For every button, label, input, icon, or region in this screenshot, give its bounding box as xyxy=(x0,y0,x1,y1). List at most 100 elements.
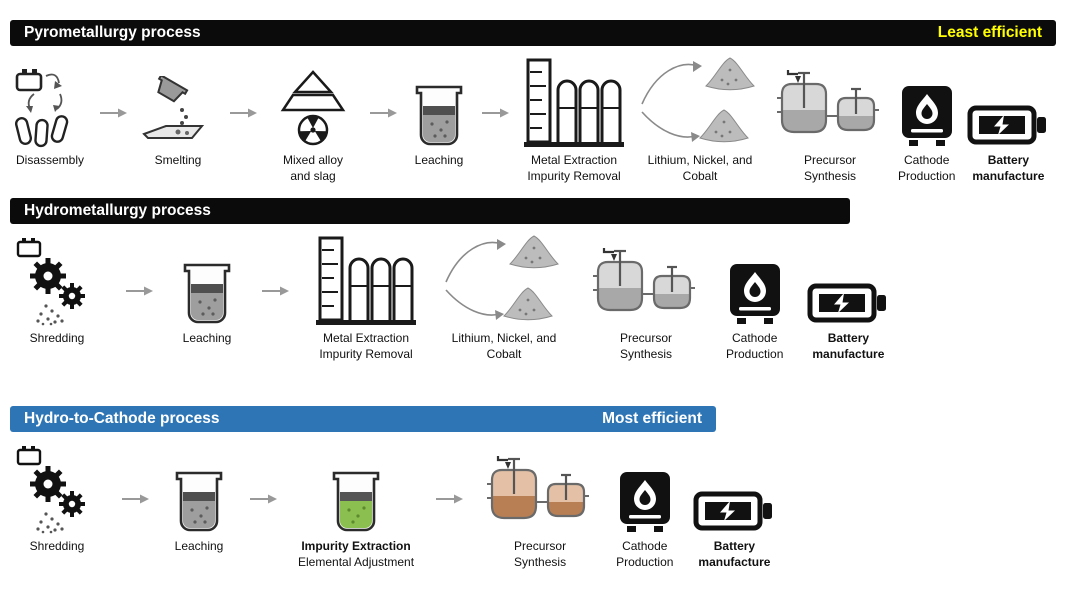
flow-arrow-icon xyxy=(368,106,398,125)
step-label-line: Cobalt xyxy=(682,168,718,183)
process-section-hydrometallurgy: Hydrometallurgy process Shredding Leachin… xyxy=(10,198,1058,362)
battery-icon xyxy=(967,50,1049,148)
step-label-line: Mixed alloy xyxy=(282,153,344,167)
leaching-beaker-icon xyxy=(410,50,468,148)
step-label-line: Cathode xyxy=(732,331,778,346)
step-label-line: Cathode xyxy=(904,153,950,167)
step-label-line: manufacture xyxy=(972,168,1045,183)
step-label-line: Leaching xyxy=(174,539,224,554)
section-header: Hydro-to-Cathode process Most efficient xyxy=(10,406,716,433)
step-label: Smelting xyxy=(155,153,202,183)
efficiency-label: Most efficient xyxy=(602,410,702,428)
step-label-line: Cathode xyxy=(622,539,668,554)
precursor-reactors-icon xyxy=(774,50,886,148)
step-label-line: Production xyxy=(898,168,956,183)
step-label: Disassembly xyxy=(16,153,84,183)
step-label-line: Elemental Adjustment xyxy=(298,554,415,569)
metal-powder-piles-icon xyxy=(638,50,762,148)
process-step: Smelting xyxy=(140,50,216,183)
process-step: Leaching xyxy=(170,436,228,569)
process-step: Leaching xyxy=(178,228,236,361)
step-label-line: Battery xyxy=(827,331,870,346)
flow-arrow-icon xyxy=(480,106,510,125)
flow-arrow-icon xyxy=(98,106,128,125)
step-label-line: Production xyxy=(726,346,784,361)
shredding-gears-icon xyxy=(14,228,100,326)
step-label-line: Synthesis xyxy=(619,346,673,361)
process-section-hydro-to-cathode: Hydro-to-Cathode process Most efficient … xyxy=(10,406,1058,570)
diagram-canvas: { "colors": { "header_dark": "#0b0b0b", … xyxy=(0,20,1068,600)
flow-arrow-icon xyxy=(248,492,278,511)
step-label: Leaching xyxy=(415,153,464,183)
step-label-line: Metal Extraction xyxy=(322,331,410,346)
leaching-beaker-icon xyxy=(170,436,228,534)
step-label-line: Smelting xyxy=(154,153,202,167)
smelting-icon xyxy=(140,50,216,148)
process-step: Disassembly xyxy=(14,50,86,183)
metal-powder-piles-icon xyxy=(442,228,566,326)
section-title: Pyrometallurgy process xyxy=(24,24,201,41)
shredding-gears-icon xyxy=(14,436,100,534)
step-label-line: Synthesis xyxy=(803,168,857,183)
step-label-line: manufacture xyxy=(698,554,771,569)
battery-icon xyxy=(807,228,889,326)
section-title: Hydrometallurgy process xyxy=(24,202,211,220)
step-label-line: Lithium, Nickel, and xyxy=(451,331,557,346)
impurity-extraction-beaker-icon xyxy=(327,436,385,534)
step-label-line: and slag xyxy=(290,168,336,183)
flow-arrow-icon xyxy=(434,492,464,511)
cathode-furnace-icon xyxy=(899,50,955,148)
step-label-line: Lithium, Nickel, and xyxy=(647,153,753,167)
flow-arrow-icon xyxy=(260,284,290,303)
step-label: Leaching xyxy=(175,539,224,569)
process-section-pyrometallurgy: Pyrometallurgy process Least efficient D… xyxy=(10,20,1058,184)
step-label-line: Battery xyxy=(713,539,756,554)
process-step: Shredding xyxy=(14,228,100,361)
section-header: Pyrometallurgy process Least efficient xyxy=(10,20,1056,46)
section-title: Hydro-to-Cathode process xyxy=(24,410,220,428)
step-label-line: Precursor xyxy=(514,539,567,554)
cathode-furnace-icon xyxy=(727,228,783,326)
step-label-line: Leaching xyxy=(182,331,232,346)
step-label-line: Precursor xyxy=(619,331,672,346)
step-label-line: Impurity Removal xyxy=(527,168,621,183)
step-label: Shredding xyxy=(30,331,85,361)
cathode-furnace-icon xyxy=(617,436,673,534)
step-label-line: Shredding xyxy=(29,331,85,346)
step-label-line: manufacture xyxy=(812,346,885,361)
process-step: Leaching xyxy=(410,50,468,183)
disassembly-icon xyxy=(14,50,86,148)
mixed-alloy-slag-icon xyxy=(270,50,356,148)
step-label-line: Disassembly xyxy=(15,153,84,167)
metal-extraction-columns-icon xyxy=(522,50,626,148)
step-label-line: Precursor xyxy=(803,153,856,167)
step-label-line: Battery xyxy=(987,153,1030,167)
process-step: Shredding xyxy=(14,436,100,569)
precursor-reactors-icon xyxy=(484,436,596,534)
